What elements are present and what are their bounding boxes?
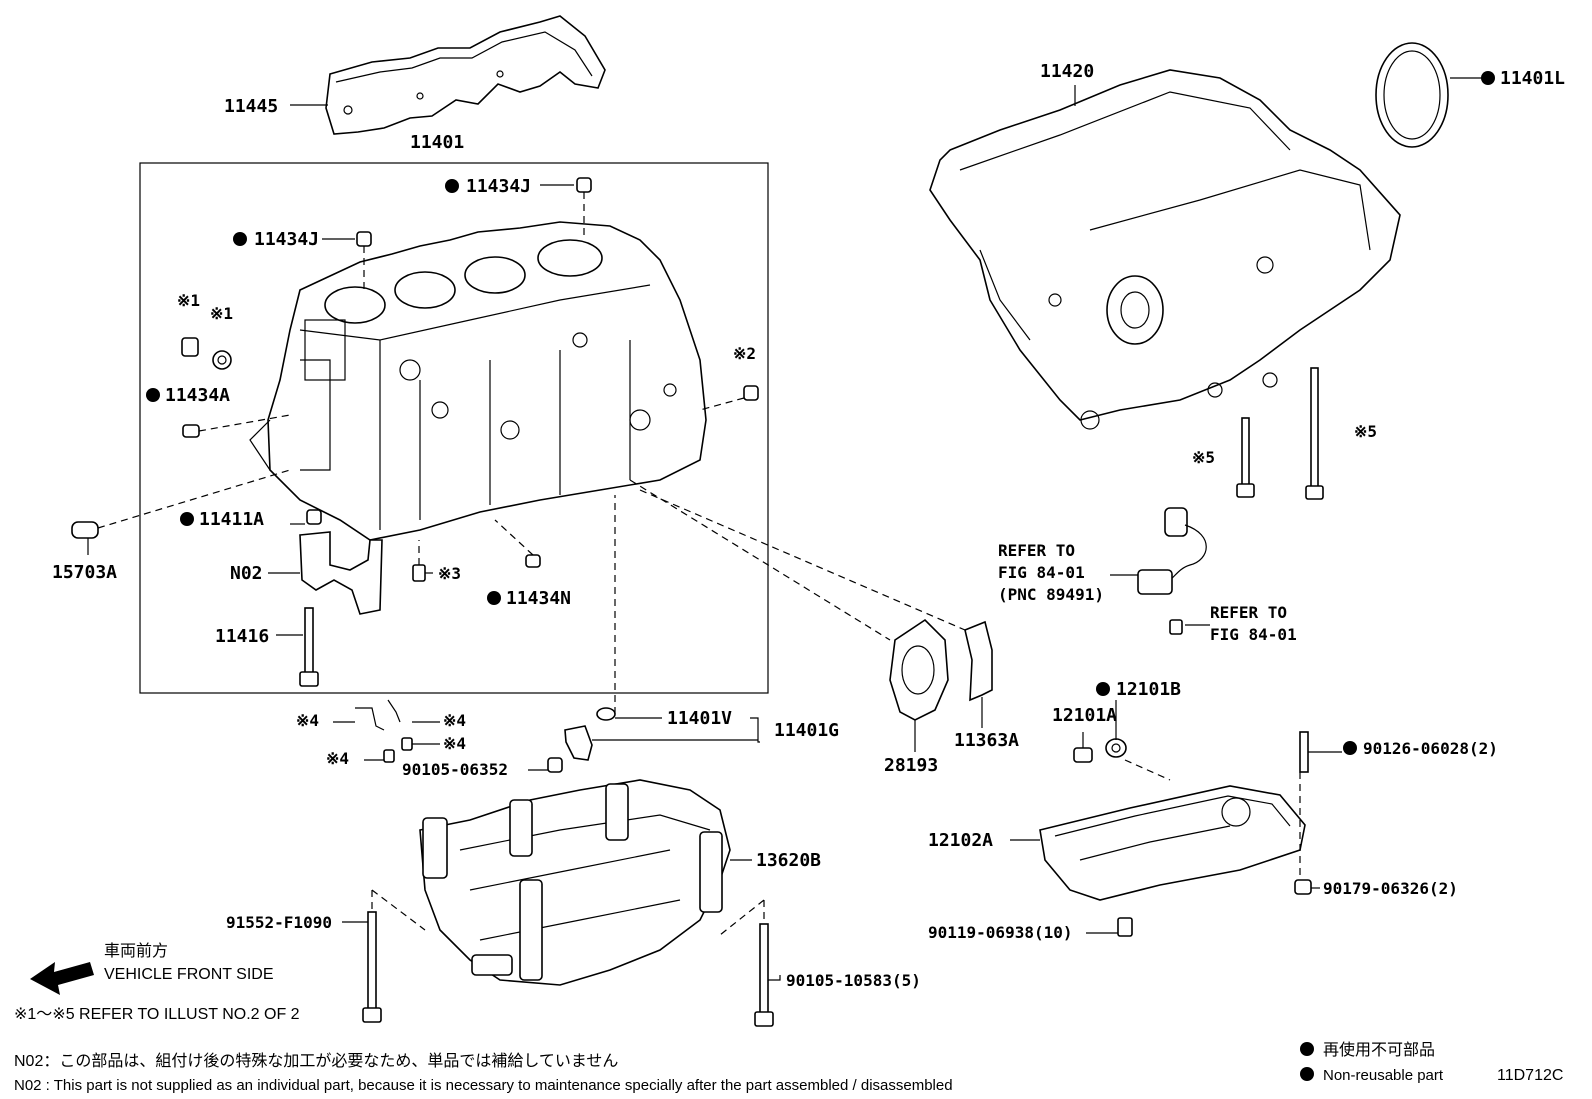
part-12102A-oil-pan-lower (1039, 785, 1306, 901)
label-11434J-a: 11434J (466, 176, 531, 197)
label-11434A: 11434A (165, 385, 230, 406)
legend-dot-icon (1300, 1042, 1314, 1056)
part-mark3-dowel (412, 540, 426, 582)
part-11434N-pin (494, 519, 541, 568)
part-11401G-bracket (564, 725, 593, 761)
part-90105-06352-bolt (547, 757, 563, 773)
label-91552-F1090: 91552-F1090 (226, 913, 332, 932)
label-11416: 11416 (215, 626, 269, 647)
part-oil-level-sensor (1137, 507, 1207, 635)
label-28193: 28193 (884, 755, 938, 776)
label-90119-06938: 90119-06938(10) (928, 923, 1073, 942)
vehicle-front-jp: 車両前方 (104, 942, 168, 960)
label-15703A: 15703A (52, 562, 117, 583)
label-11411A: 11411A (199, 509, 264, 530)
n02-note-en: N02 : This part is not supplied as an in… (14, 1077, 953, 1094)
label-11434N: 11434N (506, 588, 571, 609)
leader-lines (87, 77, 1485, 981)
part-11411A-dowel (306, 509, 322, 525)
n02-note-jp: N02：この部品は、組付け後の特殊な加工が必要なため、単品では補給していません (14, 1052, 618, 1070)
label-11445: 11445 (224, 96, 278, 117)
nonreusable-dot-11434A (146, 388, 160, 402)
label-mark3: ※3 (438, 564, 461, 583)
label-11401G: 11401G (774, 720, 839, 741)
label-N02: N02 (230, 563, 263, 584)
part-11445-cover-drawing (325, 15, 606, 135)
nonreusable-dot-11434J-b (233, 232, 247, 246)
refer-to-fig-1-line1: REFER TO (998, 541, 1075, 560)
part-11363A-seal (964, 620, 993, 702)
label-mark1-a: ※1 (177, 291, 200, 310)
nonreusable-dot-11401L (1481, 71, 1495, 85)
part-mark5-bolt-short (1236, 417, 1255, 498)
label-11401: 11401 (410, 132, 464, 153)
legend-dot-icon-2 (1300, 1067, 1314, 1081)
nonreusable-dot-90126 (1343, 741, 1357, 755)
part-15703A-plug (71, 469, 291, 539)
refer-to-fig-2-line1: REFER TO (1210, 603, 1287, 622)
part-11401V-plug (596, 495, 616, 721)
vehicle-front-en: VEHICLE FRONT SIDE (104, 966, 274, 983)
label-11401L: 11401L (1500, 68, 1565, 89)
part-91552-bolt (362, 889, 426, 1023)
label-11363A: 11363A (954, 730, 1019, 751)
label-mark4-b: ※4 (443, 711, 466, 730)
nonreusable-dot-12101B (1096, 682, 1110, 696)
part-11416-bolt (299, 607, 319, 687)
refer-to-fig-1-line2: FIG 84-01 (998, 563, 1085, 582)
part-12101A-drain-plug (1073, 747, 1093, 763)
label-90105-06352: 90105-06352 (402, 760, 508, 779)
nonreusable-dot-11434J-a (445, 179, 459, 193)
label-mark4-c: ※4 (443, 734, 466, 753)
label-90179-06326: 90179-06326(2) (1323, 879, 1458, 898)
part-90105-10583-bolt (719, 899, 774, 1027)
legend-label-en: Non-reusable part (1323, 1067, 1444, 1084)
part-11401L-oil-seal (1375, 42, 1449, 148)
cylinder-block-group-frame (139, 162, 769, 694)
part-28193-gasket (889, 618, 949, 721)
part-mark5-bolt-long (1305, 367, 1324, 500)
label-mark5-a: ※5 (1354, 422, 1377, 441)
part-11434J-plug-a (576, 177, 592, 238)
label-90105-10583: 90105-10583(5) (786, 971, 921, 990)
refer-to-fig-2-line2: FIG 84-01 (1210, 625, 1297, 644)
part-11401-cylinder-block-drawing (249, 221, 707, 541)
label-mark1-b: ※1 (210, 304, 233, 323)
part-11434J-plug-b (356, 231, 372, 290)
label-mark4-d: ※4 (326, 749, 349, 768)
part-11434A-pin (182, 414, 291, 438)
part-mark2-pin (699, 385, 759, 411)
part-N02-bearing-cap (299, 531, 383, 615)
part-mark4-clips (355, 699, 413, 763)
vehicle-front-arrow-icon (30, 962, 94, 995)
label-12101A: 12101A (1052, 705, 1117, 726)
label-12101B: 12101B (1116, 679, 1181, 700)
label-12102A: 12102A (928, 830, 993, 851)
refer-to-fig-1-line3: (PNC 89491) (998, 585, 1104, 604)
label-13620B: 13620B (756, 850, 821, 871)
part-90179-nut (1294, 879, 1312, 895)
legend-label-jp: 再使用不可部品 (1323, 1041, 1435, 1059)
part-12101B-gasket (1105, 738, 1127, 758)
nonreusable-dot-11434N (487, 591, 501, 605)
part-90126-stud (1299, 731, 1309, 773)
label-11434J-b: 11434J (254, 229, 319, 250)
part-90119-bolt (1117, 917, 1133, 937)
part-mark1-bolt (181, 337, 232, 370)
label-11420: 11420 (1040, 61, 1094, 82)
label-11401V: 11401V (667, 708, 732, 729)
part-11420-oil-pan-upper-drawing (929, 69, 1401, 430)
part-13620B-stiffener-drawing (419, 779, 731, 986)
figure-code: 11D712C (1497, 1067, 1563, 1084)
label-90126-06028: 90126-06028(2) (1363, 739, 1498, 758)
nonreusable-dot-11411A (180, 512, 194, 526)
label-mark4-a: ※4 (296, 711, 319, 730)
refer-illust-note: ※1～※5 REFER TO ILLUST NO.2 OF 2 (14, 1006, 300, 1023)
label-mark5-b: ※5 (1192, 448, 1215, 467)
label-mark2: ※2 (733, 344, 756, 363)
